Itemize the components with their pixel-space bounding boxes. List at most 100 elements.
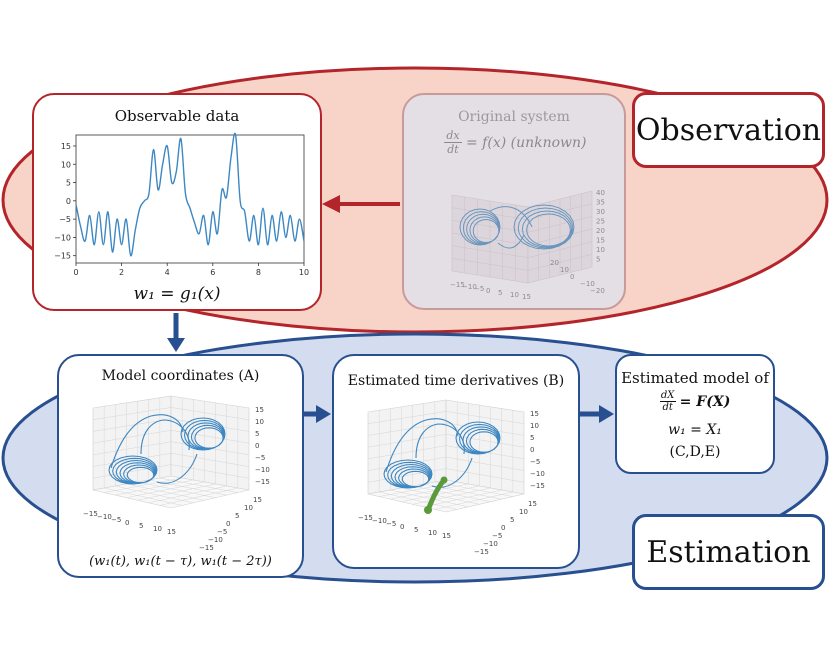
grid-line — [115, 479, 194, 496]
original-system-formula: dx dt = f(x) (unknown) — [444, 129, 587, 156]
z-tick-label: 25 — [596, 218, 605, 226]
z-tick-label: −10 — [530, 470, 545, 478]
y-tick-label: −10 — [208, 536, 223, 544]
derivative-start-point — [424, 506, 432, 514]
grid-line — [412, 487, 491, 505]
time-derivatives-title: Estimated time derivatives (B) — [347, 373, 565, 389]
y-tick-label: −15 — [54, 252, 71, 261]
z-tick-label: −15 — [530, 482, 545, 490]
grid-line — [92, 441, 172, 456]
grid-line — [367, 468, 447, 483]
estimated-model-panel: Estimated model of dX dt = F(X) w₁ = X₁ … — [615, 354, 775, 474]
y-tick-label: −15 — [199, 544, 214, 552]
x-tick-label: 0 — [125, 519, 129, 527]
grid-line — [390, 489, 469, 508]
x-tick-label: −15 — [450, 281, 465, 289]
z-tick-label: 10 — [255, 418, 264, 426]
observable-formula: w₁ = g₁(x) — [133, 284, 221, 304]
x-tick-label: 2 — [119, 268, 124, 277]
z-tick-label: 5 — [596, 256, 600, 264]
x-tick-label: 6 — [210, 268, 215, 277]
z-tick-label: 15 — [530, 410, 539, 418]
x-tick-label: 5 — [414, 526, 418, 534]
x-tick-label: 4 — [165, 268, 170, 277]
y-tick-label: 0 — [66, 197, 71, 206]
y-tick-label: 15 — [253, 496, 262, 504]
back-pane — [367, 399, 447, 495]
grid-line — [104, 487, 183, 506]
grid-line — [159, 487, 238, 506]
z-tick-label: 20 — [596, 227, 605, 235]
grid-line — [92, 452, 172, 467]
grid-line — [445, 411, 525, 424]
grid-line — [367, 456, 447, 471]
x-tick-label: 15 — [522, 293, 531, 301]
x-tick-label: −5 — [111, 516, 121, 524]
y-tick-label: 20 — [550, 259, 559, 267]
grid-line — [170, 407, 250, 420]
x-tick-label: −5 — [474, 285, 484, 293]
trajectory-lower-loop — [108, 455, 158, 485]
attractor-bridge — [489, 206, 533, 249]
estimation-label: Estimation — [632, 514, 825, 590]
x-tick-label: 8 — [256, 268, 261, 277]
grid-line — [137, 481, 216, 498]
observable-data-title: Observable data — [114, 107, 240, 125]
x-tick-label: 5 — [498, 289, 502, 297]
grid-line — [401, 487, 480, 505]
x-tick-label: 0 — [400, 523, 404, 531]
z-tick-label: 15 — [596, 237, 605, 245]
x-tick-label: 0 — [486, 287, 490, 295]
formula-rhs: = f(x) (unknown) — [466, 134, 587, 151]
x-tick-label: 15 — [442, 532, 451, 540]
estimated-model-equation: dX dt = F(X) — [617, 390, 773, 413]
y-tick-label: −5 — [492, 532, 502, 540]
grid-line — [434, 481, 513, 497]
x-tick-label: −10 — [462, 283, 477, 291]
grid-line — [170, 452, 250, 467]
y-tick-label: −5 — [59, 215, 71, 224]
z-tick-label: 10 — [596, 246, 605, 254]
grid-line — [367, 411, 447, 424]
grid-line — [104, 477, 183, 493]
grid-line — [412, 485, 491, 502]
grid-line — [92, 407, 172, 420]
formula-dt: dt — [447, 143, 459, 156]
x-tick-label: −10 — [372, 517, 387, 525]
y-tick-label: 0 — [570, 273, 574, 281]
x-tick-label: 10 — [299, 268, 309, 277]
z-tick-label: 5 — [255, 430, 259, 438]
x-tick-label: −15 — [83, 510, 98, 518]
arrow-observable-to-model-coords — [167, 313, 185, 352]
estimated-model-refs: (C,D,E) — [669, 444, 721, 460]
z-tick-label: 35 — [596, 199, 605, 207]
z-tick-label: 10 — [530, 422, 539, 430]
grid-line — [126, 483, 205, 501]
attractor-right-wing — [513, 204, 575, 250]
plot-frame — [75, 134, 305, 264]
arrow-coords-to-derivatives — [304, 405, 331, 423]
estimated-model-title: Estimated model of — [621, 369, 769, 387]
z-tick-label: 0 — [530, 446, 534, 454]
grid-line — [115, 485, 194, 504]
y-tick-label: −10 — [54, 233, 71, 242]
trajectory-lower-loop — [383, 459, 433, 489]
eq-dX: dX — [660, 390, 675, 401]
z-tick-label: 30 — [596, 208, 605, 216]
y-tick-label: −10 — [580, 280, 595, 288]
grid-line — [445, 468, 525, 483]
grid-line — [423, 489, 502, 508]
y-tick-label: 0 — [226, 520, 230, 528]
trajectory-connecting-path — [110, 414, 198, 484]
grid-line — [92, 464, 172, 479]
grid-line — [367, 445, 447, 460]
x-tick-label: −5 — [386, 520, 396, 528]
y-tick-label: −20 — [590, 287, 605, 295]
grid-line — [390, 483, 469, 500]
